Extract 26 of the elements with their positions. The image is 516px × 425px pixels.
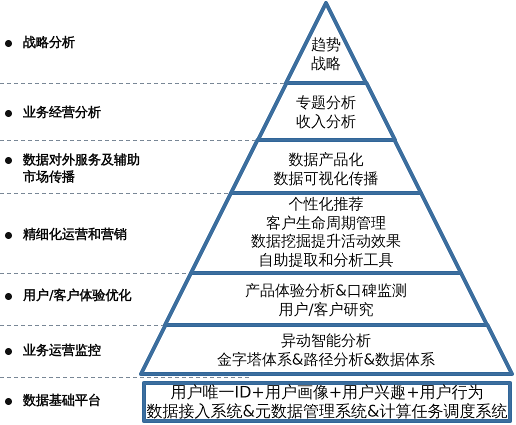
tier-text: 客户生命周期管理 [266,214,386,232]
tier-text: 收入分析 [296,112,356,130]
tier-text: 趋势 [311,36,341,54]
tier-text: 金字塔体系&路径分析&数据体系 [216,350,436,368]
tier-text: 数据挖掘提升活动效果 [251,232,401,250]
tier-text: 自助提取和分析工具 [258,250,394,269]
tier-text: 数据产品化 [288,150,364,169]
row-label: 数据对外服务及辅助市场传播 [23,152,141,186]
pyramid-tier [161,271,491,327]
tier-text: 专题分析 [296,94,356,112]
row-label: 数据基础平台 [23,392,101,410]
row-label: 业务经营分析 [23,104,101,122]
platform-box [142,381,512,423]
box-text: 用户唯一ID+用户画像+用户兴趣+用户行为 [170,384,484,402]
tier-text: 产品体验分析&口碑监测 [245,282,407,300]
row-label: 战略分析 [23,34,75,52]
row-label: 业务运营监控 [23,342,101,360]
row-label: 精细化运营和营销 [23,226,127,244]
row-label: 用户/客户体验优化 [23,288,132,304]
tier-text: 用户/客户研究 [278,300,374,318]
box-text: 数据接入系统&元数据管理系统&计算任务调度系统 [146,402,508,420]
tier-text: 个性化推荐 [288,195,364,214]
tier-text: 战略 [311,54,341,72]
tier-text: 数据可视化传播 [274,169,378,188]
pyramid-tier [136,323,516,376]
tier-text: 异动智能分析 [281,332,371,350]
